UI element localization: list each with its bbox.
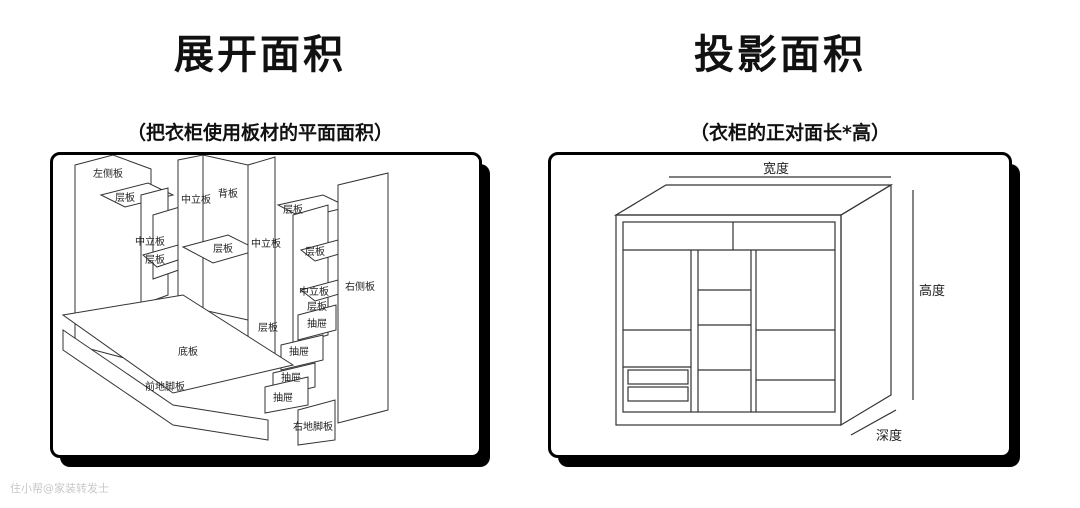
width-label: 宽度 — [763, 161, 789, 177]
exploded-wardrobe-diagram: 左侧板 层板 中立板 层板 中立板 背板 层板 中立板 层板 层板 中立板 层板… — [61, 155, 389, 446]
label-shelf-small: 层板 — [258, 321, 278, 334]
label-shelf-top-left: 层板 — [115, 191, 135, 204]
title-right: 投影面积 — [694, 32, 866, 78]
label-front-kick-panel: 前地脚板 — [145, 380, 185, 393]
label-drawer-4: 抽屉 — [273, 391, 293, 404]
label-middle-panel-2: 中立板 — [181, 193, 211, 206]
projection-panel: 宽度 高度 深度 — [548, 152, 1012, 458]
label-shelf-right-mid: 层板 — [305, 245, 325, 258]
label-back-panel: 背板 — [218, 187, 238, 200]
label-right-side-panel: 右侧板 — [345, 280, 375, 293]
label-middle-panel-4: 中立板 — [299, 285, 329, 298]
label-shelf-left-low: 层板 — [145, 253, 165, 266]
subtitle-left: （把衣柜使用板材的平面面积） — [126, 122, 393, 144]
exploded-panel: 左侧板 层板 中立板 层板 中立板 背板 层板 中立板 层板 层板 中立板 层板… — [50, 152, 482, 458]
subtitle-right: （衣柜的正对面长*高） — [690, 122, 890, 144]
projection-panel-card: 宽度 高度 深度 — [548, 152, 1028, 472]
watermark: 住小帮@家装转发士 — [10, 482, 109, 495]
projection-wardrobe-diagram: 宽度 高度 深度 — [613, 161, 945, 444]
label-left-side-panel: 左侧板 — [93, 167, 123, 180]
depth-label: 深度 — [876, 428, 902, 444]
exploded-panel-card: 左侧板 层板 中立板 层板 中立板 背板 层板 中立板 层板 层板 中立板 层板… — [50, 152, 500, 472]
label-shelf-right-top: 层板 — [283, 203, 303, 216]
label-drawer-3: 抽屉 — [281, 371, 301, 384]
label-drawer-1: 抽屉 — [307, 317, 327, 330]
label-shelf-right-low: 层板 — [307, 300, 327, 313]
label-middle-panel-1: 中立板 — [135, 235, 165, 248]
label-middle-panel-3: 中立板 — [251, 237, 281, 250]
height-label: 高度 — [919, 283, 945, 299]
label-bottom-panel: 底板 — [178, 345, 198, 358]
label-shelf-center: 层板 — [213, 242, 233, 255]
title-left: 展开面积 — [174, 32, 346, 78]
label-drawer-2: 抽屉 — [289, 345, 309, 358]
label-right-kick-panel: 右地脚板 — [293, 420, 333, 433]
